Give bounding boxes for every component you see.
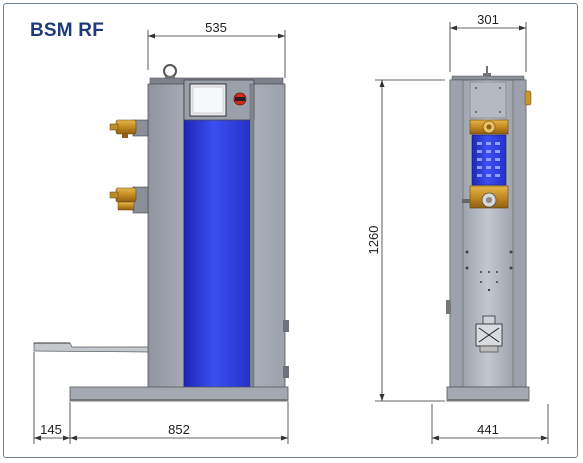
dim-base-length: 852 <box>168 422 190 437</box>
front-lifting-eye <box>483 66 491 77</box>
dimension-arrows <box>34 25 548 441</box>
dim-front-top-width: 301 <box>477 12 499 27</box>
front-lower-electrode <box>462 185 509 209</box>
blue-side-panel <box>183 83 251 389</box>
front-upper-electrode <box>469 119 509 135</box>
dimension-lines <box>33 22 549 444</box>
upper-electrode-arm <box>109 119 149 138</box>
foot-pedal <box>33 342 149 353</box>
lower-electrode-arm <box>109 186 149 214</box>
dim-side-top-width: 535 <box>205 20 227 35</box>
model-title: BSM RF <box>30 20 105 41</box>
dim-arm-overhang: 145 <box>40 422 62 437</box>
front-blue-block <box>471 134 507 186</box>
side-view <box>33 64 289 402</box>
base-plate <box>69 386 289 402</box>
front-pedal-linkage <box>475 315 503 353</box>
front-view <box>446 66 532 402</box>
dim-height: 1260 <box>366 226 381 255</box>
front-bolts <box>465 250 513 292</box>
front-base <box>446 386 530 402</box>
main-switch-icon <box>233 92 247 106</box>
dim-front-base-width: 441 <box>477 422 499 437</box>
